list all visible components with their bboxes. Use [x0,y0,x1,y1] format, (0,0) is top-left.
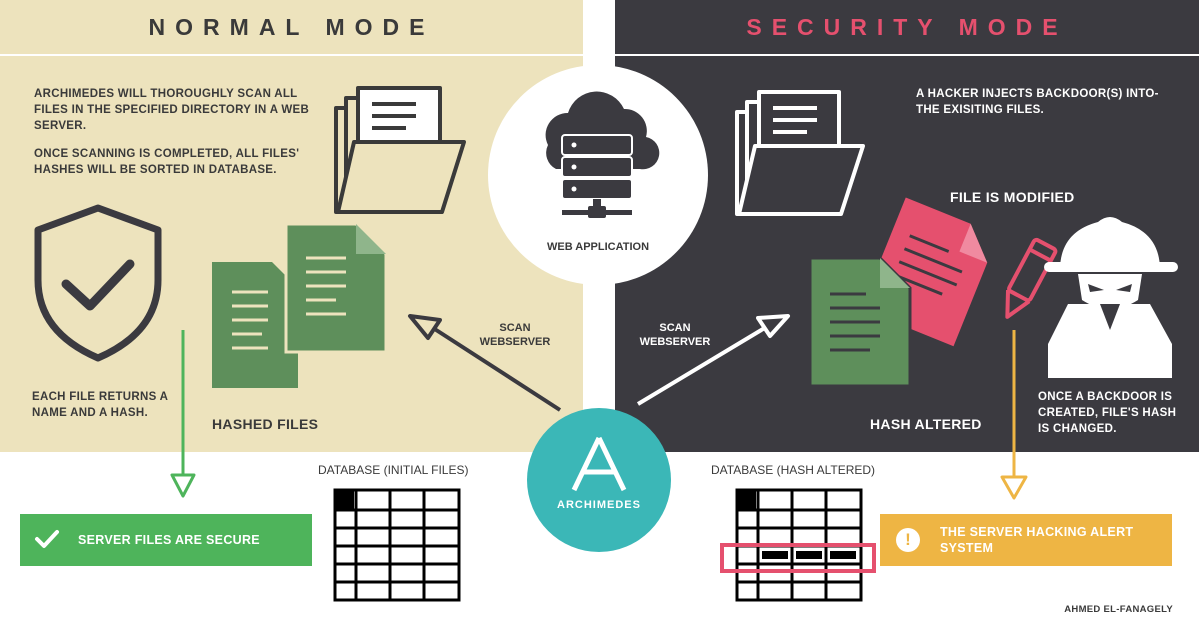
arrow-icon [636,314,790,406]
shield-caption: EACH FILE RETURNS A NAME AND A HASH. [32,391,168,419]
secure-status-banner: SERVER FILES ARE SECURE [20,514,312,566]
normal-description-1: ARCHIMEDES WILL THOROUGHLY SCAN ALL FILE… [34,88,310,132]
normal-description-2: ONCE SCANNING IS COMPLETED, ALL FILES' H… [34,148,300,176]
database-table-icon [720,488,876,602]
hacking-alert-banner: ! THE SERVER HACKING ALERT SYSTEM [880,514,1172,566]
arrow-icon [408,314,562,412]
database-altered-label: DATABASE (HASH ALTERED) [711,463,876,477]
arrow-icon [1000,330,1028,500]
archimedes-logo-circle [527,408,671,552]
security-description-1: A HACKER INJECTS BACKDOOR(S) INTO- [916,88,1159,100]
alert-icon: ! [896,528,920,552]
normal-title-rule [0,54,583,56]
database-initial-label: DATABASE (INITIAL FILES) [318,463,469,477]
security-description-2: THE EXISITING FILES. [916,104,1045,116]
checkmark-icon [35,530,59,548]
hash-altered-label: HASH ALTERED [870,416,982,432]
archimedes-logo-mark [571,436,627,492]
security-title-rule [615,54,1199,56]
document-icon [212,222,388,388]
folder-icon [735,90,865,216]
security-mode-title: SECURITY MODE [746,14,1068,40]
file-modified-label: FILE IS MODIFIED [950,189,1075,205]
cloud-server-icon [545,91,660,218]
hacker-icon [1044,217,1178,378]
pencil-icon [1005,237,1058,319]
hashed-files-label: HASHED FILES [212,416,319,432]
hacker-caption: ONCE A BACKDOOR IS CREATED, FILE'S HASH … [1038,391,1177,435]
database-table-icon [333,488,461,602]
web-application-label: WEB APPLICATION [546,241,650,253]
shield-check-icon [34,204,162,362]
normal-mode-title: NORMAL MODE [148,14,435,40]
archimedes-label: ARCHIMEDES [557,499,641,511]
folder-icon [334,86,466,214]
document-icon [808,256,912,388]
secure-status-text: SERVER FILES ARE SECURE [78,533,260,547]
arrow-icon [170,330,196,498]
hacking-alert-text: THE SERVER HACKING ALERT SYSTEM [940,525,1134,555]
author-credit: AHMED EL-FANAGELY [1064,604,1173,615]
